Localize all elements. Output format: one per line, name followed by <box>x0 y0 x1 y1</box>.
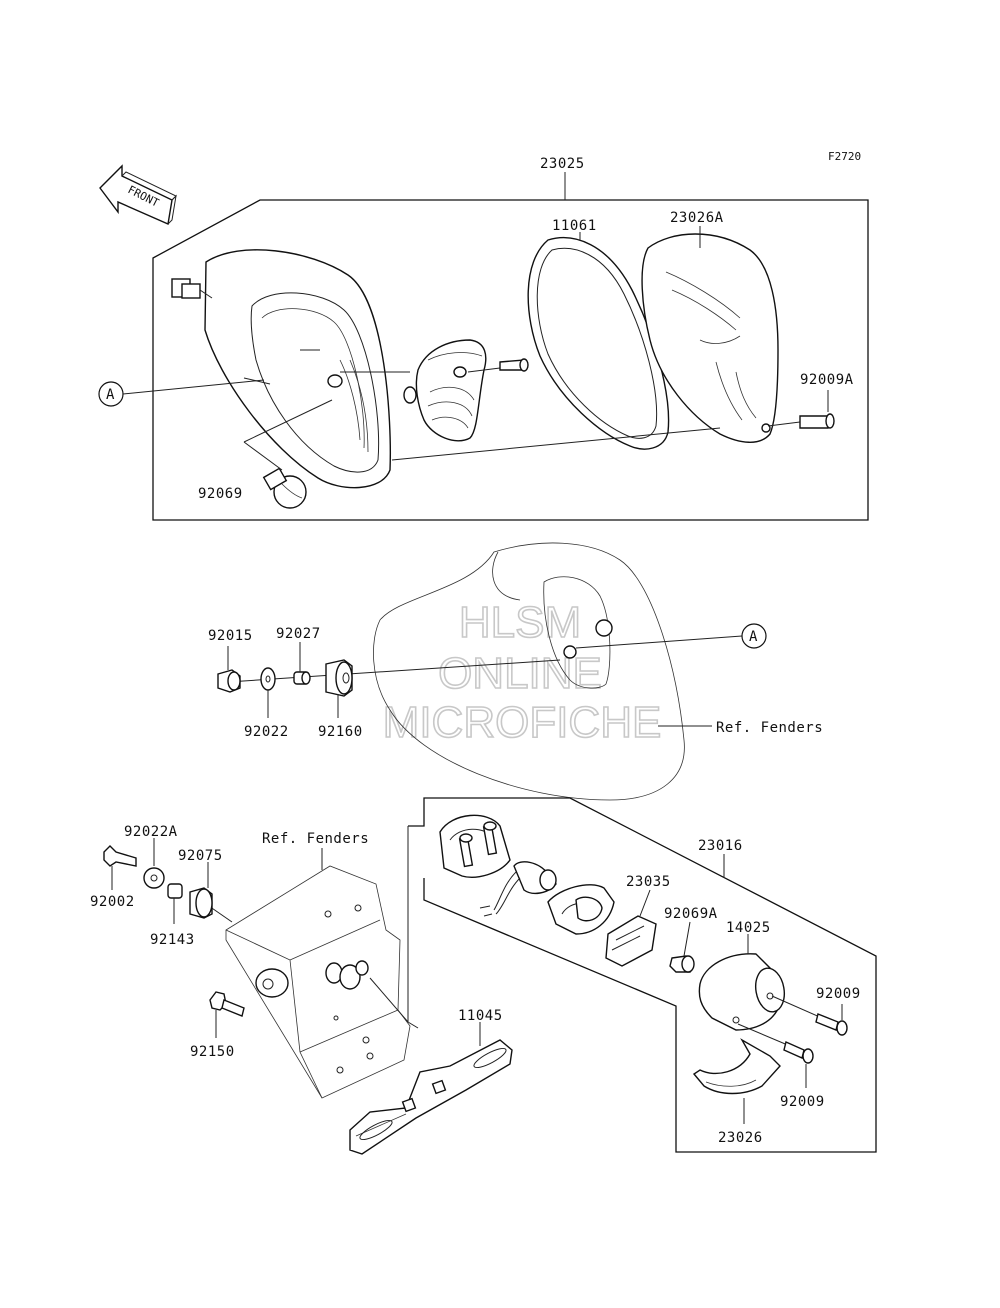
bolt-92150 <box>209 991 245 1038</box>
part-label-92150: 92150 <box>190 1044 235 1060</box>
bulb-92069: 92069 <box>198 399 333 509</box>
part-label-92160: 92160 <box>318 724 363 740</box>
part-label-92069: 92069 <box>198 486 243 502</box>
part-label-92143: 92143 <box>150 932 195 948</box>
part-label-23016: 23016 <box>698 838 743 854</box>
screw-92009-lower <box>737 1023 814 1088</box>
assembly-frame-23025 <box>152 199 869 521</box>
washer-92022A <box>143 867 165 889</box>
lamp-body <box>547 884 615 935</box>
bolt-92002 <box>103 845 137 867</box>
part-label-92015: 92015 <box>208 628 253 644</box>
tail-lamp-assembly-group: 23025 <box>98 156 869 521</box>
lamp-base <box>439 814 511 878</box>
bulb-92069A <box>669 921 695 973</box>
part-label-23026A: 23026A <box>670 210 724 226</box>
ref-fenders-mid-label: Ref. Fenders <box>716 720 823 736</box>
gasket-11061: 11061 <box>527 218 670 450</box>
inner-reflector <box>403 339 487 442</box>
part-label-92027: 92027 <box>276 626 321 642</box>
part-label-92009A: 92009A <box>800 372 854 388</box>
collar-92143 <box>167 883 183 899</box>
watermark: HLSM ONLINE MICROFICHE <box>382 597 662 748</box>
part-label-92022: 92022 <box>244 724 289 740</box>
part-label-23035: 23035 <box>626 874 671 890</box>
lower-cover-23026 <box>692 1038 781 1124</box>
reference-callout-a-mid <box>741 623 767 649</box>
callout-a-mid-letter: A <box>749 629 758 645</box>
holder-23035 <box>605 889 657 967</box>
license-plate-bracket-11045 <box>349 1022 513 1155</box>
figure-code: F2720 <box>828 150 861 163</box>
part-label-11061: 11061 <box>552 218 597 234</box>
part-label-14025: 14025 <box>726 920 771 936</box>
lens-screw-92009A: 92009A <box>767 372 854 429</box>
part-label-92009-lower: 92009 <box>780 1094 825 1110</box>
part-label-92022A: 92022A <box>124 824 178 840</box>
callout-a-upper-letter: A <box>106 387 115 403</box>
reflector-screw <box>467 358 529 373</box>
bulb-socket-with-wires <box>479 861 557 917</box>
reference-callout-a-upper: A <box>98 379 265 407</box>
washer-92022 <box>260 667 276 691</box>
license-lamp-assembly-group: 23016 <box>407 797 877 1153</box>
watermark-line-1: HLSM <box>459 598 581 647</box>
outer-lens-23026A: 23026A <box>641 210 779 443</box>
assembly-frame-23016 <box>408 797 877 1153</box>
part-label-92002: 92002 <box>90 894 135 910</box>
license-bracket-group: Ref. Fenders 9 <box>90 824 513 1155</box>
part-label-11045: 11045 <box>458 1008 503 1024</box>
screw-92009-upper <box>771 995 848 1036</box>
mount-hardware-row <box>217 642 561 718</box>
watermark-line-2: ONLINE <box>438 649 602 698</box>
part-label-23025: 23025 <box>540 156 585 172</box>
bracket-upper-hardware <box>103 838 213 924</box>
part-label-92069A: 92069A <box>664 906 718 922</box>
front-direction-arrow: FRONT <box>99 164 177 226</box>
part-label-92075: 92075 <box>178 848 223 864</box>
rear-fender-group: Ref. Fenders A 92015 92027 92022 92160 <box>208 542 823 801</box>
tail-lamp-housing <box>171 249 391 489</box>
part-label-92009-upper: 92009 <box>816 986 861 1002</box>
watermark-line-3: MICROFICHE <box>383 698 662 747</box>
lamp-cover-14025 <box>698 934 786 1031</box>
ref-fenders-lower-label: Ref. Fenders <box>262 831 369 847</box>
part-label-23026: 23026 <box>718 1130 763 1146</box>
